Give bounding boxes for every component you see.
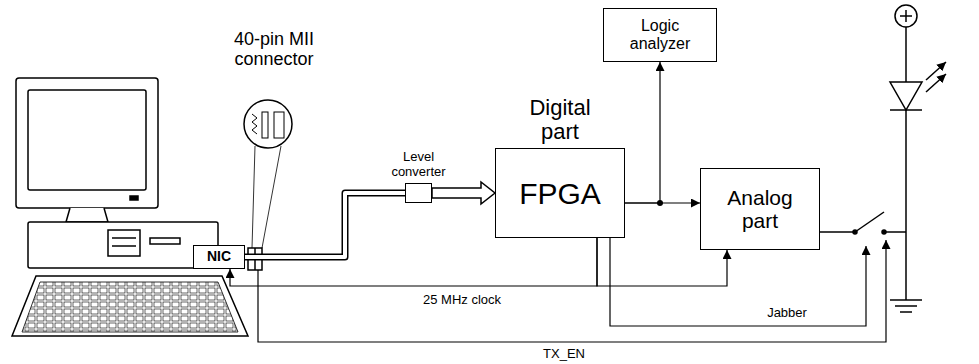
box-heading: Level converter — [384, 150, 454, 179]
junction-dot — [657, 200, 663, 206]
level-converter-box: Level converter — [405, 183, 432, 203]
box-label: FPGA — [519, 177, 601, 210]
cable-connector — [245, 193, 405, 257]
output-switch — [820, 212, 906, 234]
block-connector — [432, 182, 495, 204]
line-connector — [625, 62, 660, 203]
box-label: Analog part — [720, 186, 800, 232]
signal-name: Jabber — [755, 306, 819, 320]
edge-label: 25 MHz clock — [410, 293, 514, 307]
mii-connector — [244, 100, 292, 270]
jabber-wire — [610, 238, 866, 326]
tx-en-wire — [258, 240, 886, 342]
connector-label: 40-pin MII connector — [217, 30, 331, 70]
line-connector — [230, 238, 597, 286]
laser-diode-symbol — [890, 5, 946, 312]
signal-name: TX_EN — [532, 347, 596, 361]
box-label: Logic analyzer — [620, 17, 700, 52]
logic-analyzer-box: Logic analyzer — [603, 8, 717, 62]
analog-part-box: Analog part — [700, 168, 820, 250]
nic-box: NIC — [193, 245, 245, 269]
computer-illustration — [12, 78, 248, 336]
box-label: NIC — [207, 249, 231, 264]
box-heading: Digital part — [515, 96, 605, 144]
fpga-box: Digital partFPGA — [495, 148, 625, 238]
